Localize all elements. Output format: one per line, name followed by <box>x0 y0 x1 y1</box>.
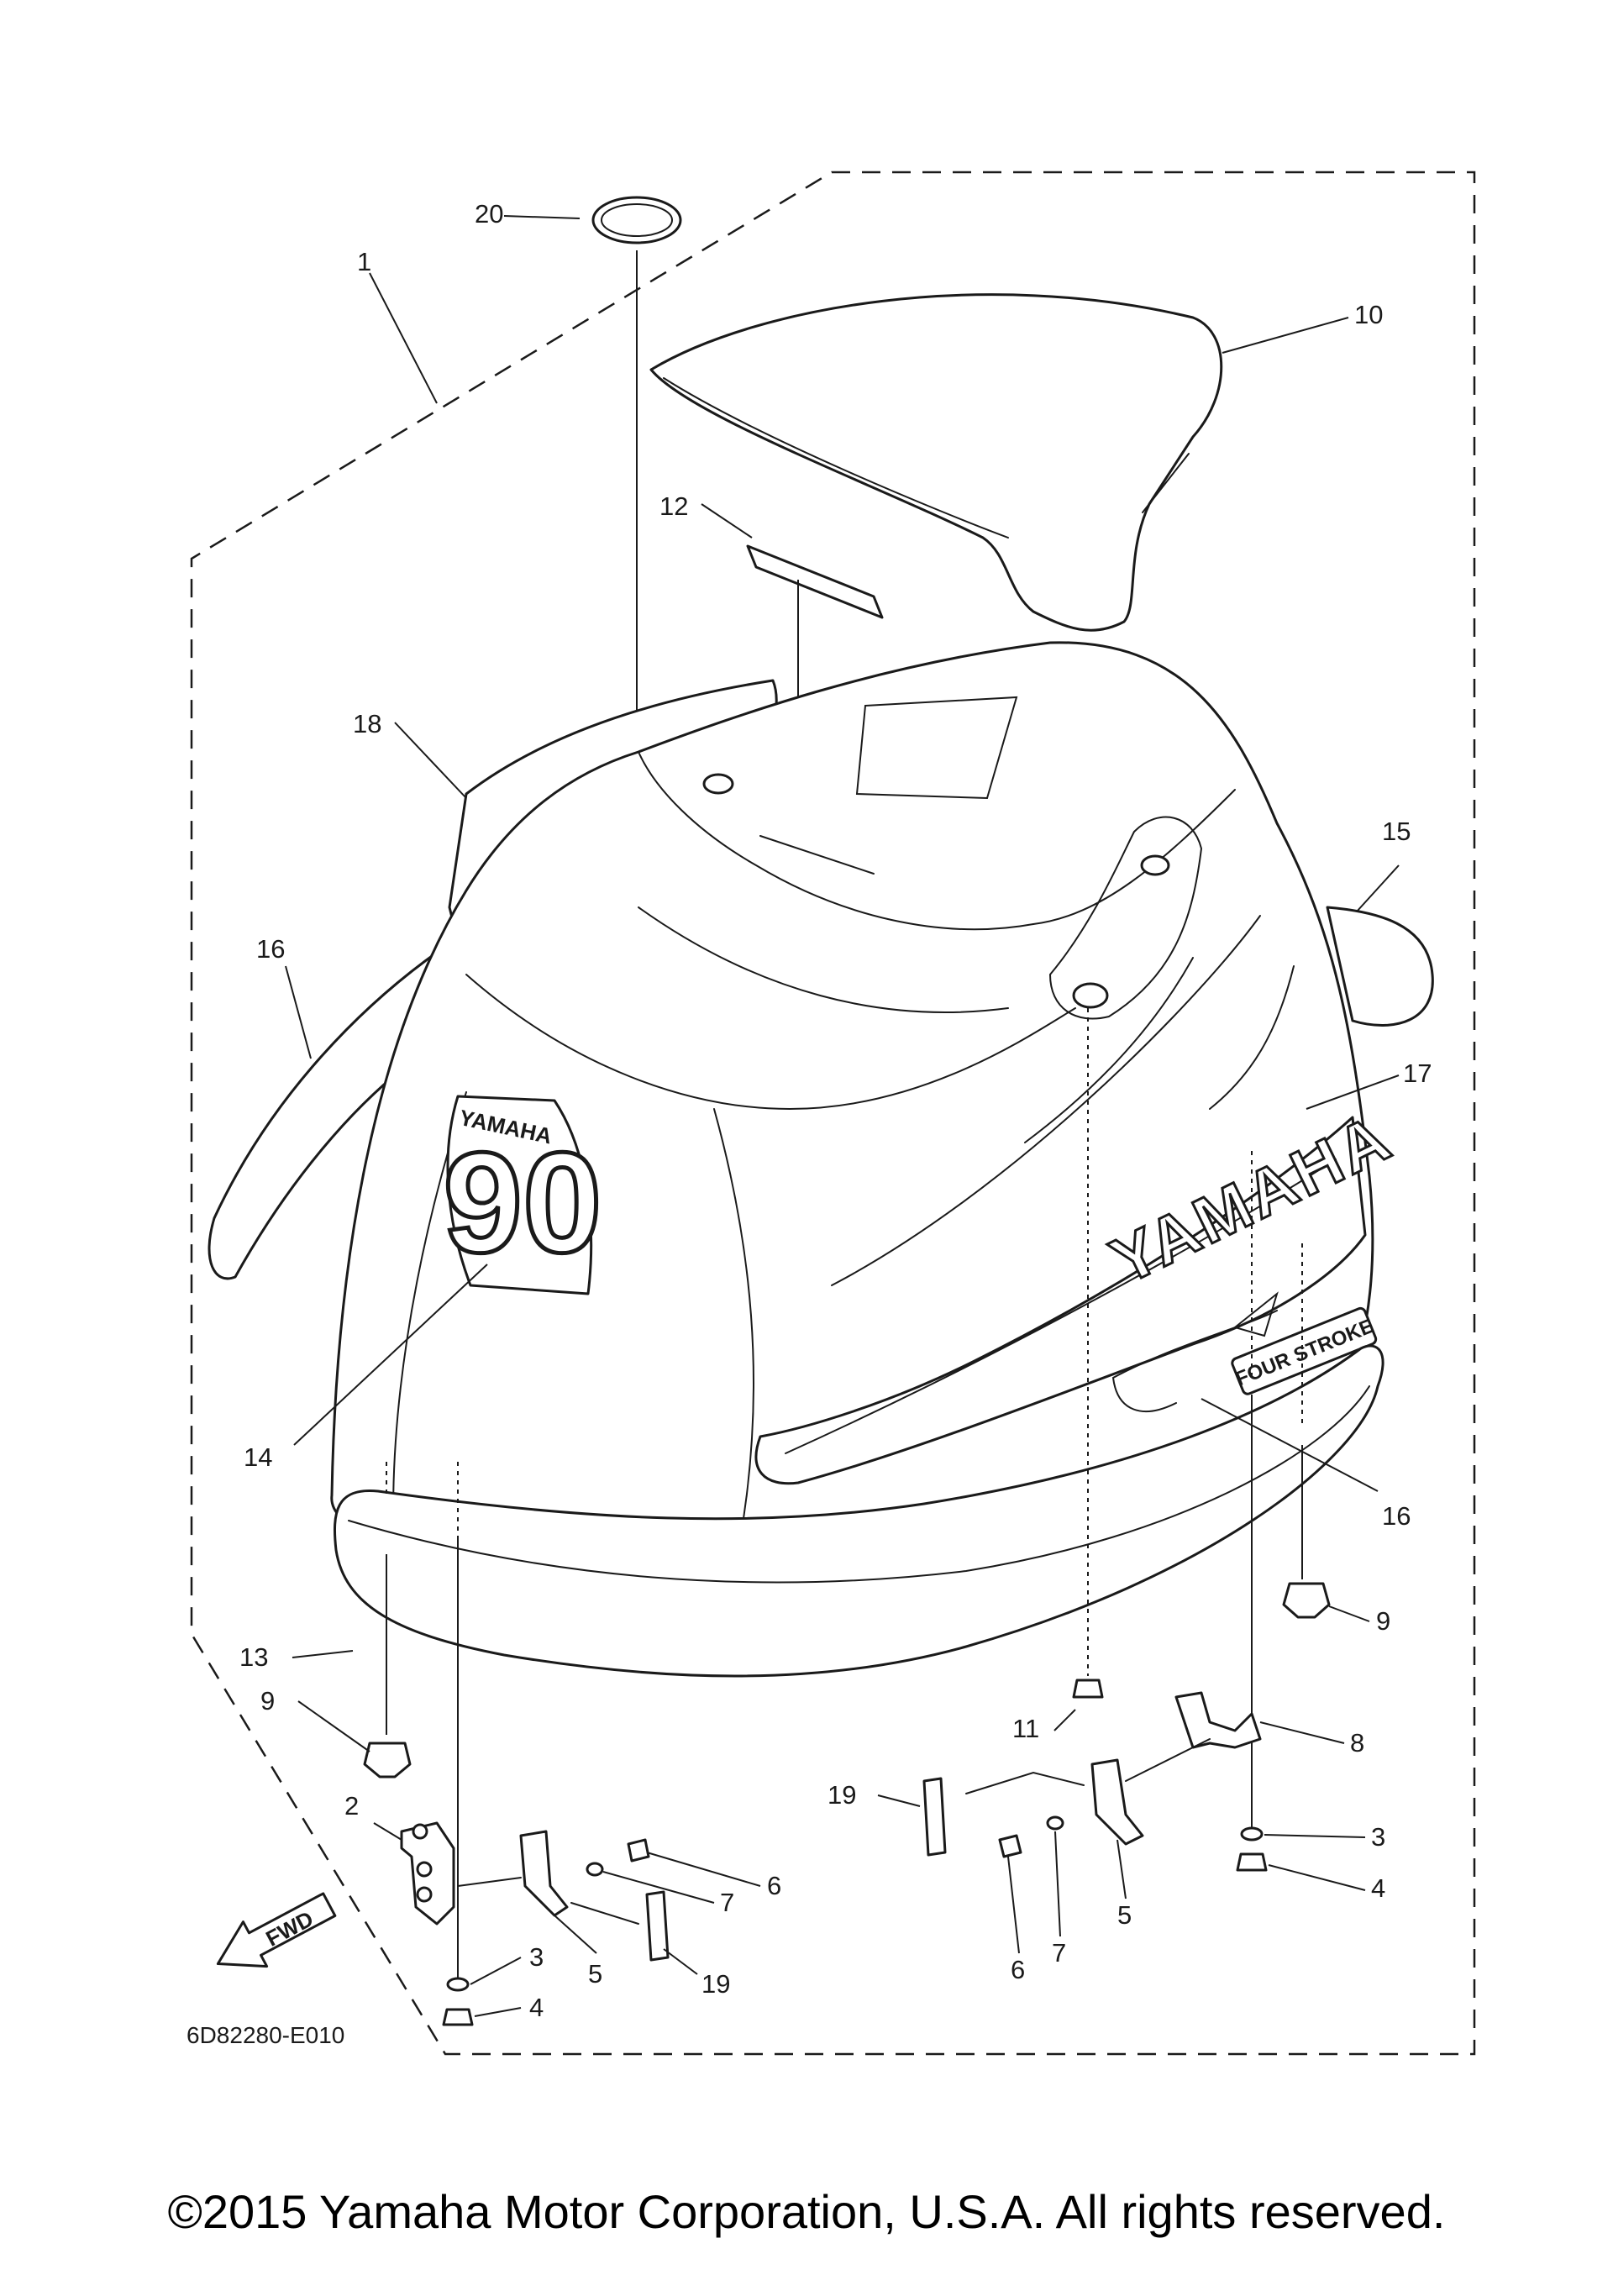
callout-17: 17 <box>1403 1059 1432 1088</box>
callout-6a: 6 <box>767 1871 781 1900</box>
callout-19b: 19 <box>701 1969 730 1999</box>
callout-5b: 5 <box>1117 1900 1132 1930</box>
part-12-seal-strip <box>746 544 884 619</box>
part-16-side-stripe <box>754 1116 1367 1485</box>
callout-14: 14 <box>244 1442 272 1472</box>
part-15-seal <box>1326 906 1434 1027</box>
callout-16b: 16 <box>1382 1501 1411 1531</box>
callout-7a: 7 <box>720 1888 734 1917</box>
callout-4a: 4 <box>529 1993 544 2022</box>
callout-8: 8 <box>1350 1728 1364 1757</box>
part-6-bolt-left <box>627 1838 650 1863</box>
part-3-washer-right <box>1240 1826 1264 1842</box>
callout-4b: 4 <box>1371 1873 1385 1903</box>
part-11-grommet <box>1072 1679 1104 1699</box>
callout-11: 11 <box>1012 1714 1039 1743</box>
callout-19a: 19 <box>828 1780 856 1810</box>
callout-6b: 6 <box>1011 1955 1025 1984</box>
callout-9a: 9 <box>260 1686 275 1715</box>
part-14-model-badge: YAMAHA 90 <box>441 1095 604 1295</box>
part-20-o-ring <box>591 196 682 244</box>
part-7-washer-right <box>1046 1815 1064 1831</box>
part-13-rubber-seal <box>333 1344 1384 1678</box>
callout-10: 10 <box>1354 300 1383 329</box>
callout-5a: 5 <box>588 1959 602 1989</box>
assembly-boundary <box>190 171 1476 2056</box>
part-19-pad-right <box>922 1777 947 1857</box>
part-10-top-cap <box>649 293 1223 632</box>
fwd-arrow: FWD <box>216 1892 337 1968</box>
callout-9b: 9 <box>1376 1606 1390 1636</box>
callout-7b: 7 <box>1052 1938 1066 1968</box>
badge-model-text: 90 <box>443 1123 602 1283</box>
part-19-pad-left <box>645 1890 670 1962</box>
part-4-nut-right <box>1236 1852 1268 1872</box>
leader-lines <box>285 215 1400 2017</box>
callout-13: 13 <box>239 1642 268 1672</box>
copyright-notice: ©2015 Yamaha Motor Corporation, U.S.A. A… <box>167 2185 1446 2238</box>
drawing-code: 6D82280-E010 <box>187 2022 344 2048</box>
part-4-nut-left <box>442 2008 474 2026</box>
part-8-bracket <box>1174 1691 1262 1749</box>
part-7-washer-left <box>586 1862 604 1877</box>
part-9-grommet-right <box>1282 1582 1331 1619</box>
callout-20: 20 <box>475 199 503 229</box>
four-stroke-badge <box>1231 1306 1378 1395</box>
part-5-bracket-left <box>519 1830 569 1917</box>
part-5-bracket-right <box>1090 1758 1144 1846</box>
callout-3a: 3 <box>529 1942 544 1972</box>
part-16-left-seal <box>208 931 468 1280</box>
part-6-bolt-right <box>998 1834 1022 1858</box>
callout-1: 1 <box>357 247 371 276</box>
part-9-grommet-left <box>363 1742 412 1778</box>
callout-18: 18 <box>353 709 381 738</box>
callout-2: 2 <box>344 1791 359 1821</box>
callout-15: 15 <box>1382 817 1411 846</box>
callout-16a: 16 <box>256 934 285 964</box>
callout-12: 12 <box>659 491 688 521</box>
callout-3b: 3 <box>1371 1822 1385 1852</box>
part-3-washer-left <box>446 1977 470 1992</box>
